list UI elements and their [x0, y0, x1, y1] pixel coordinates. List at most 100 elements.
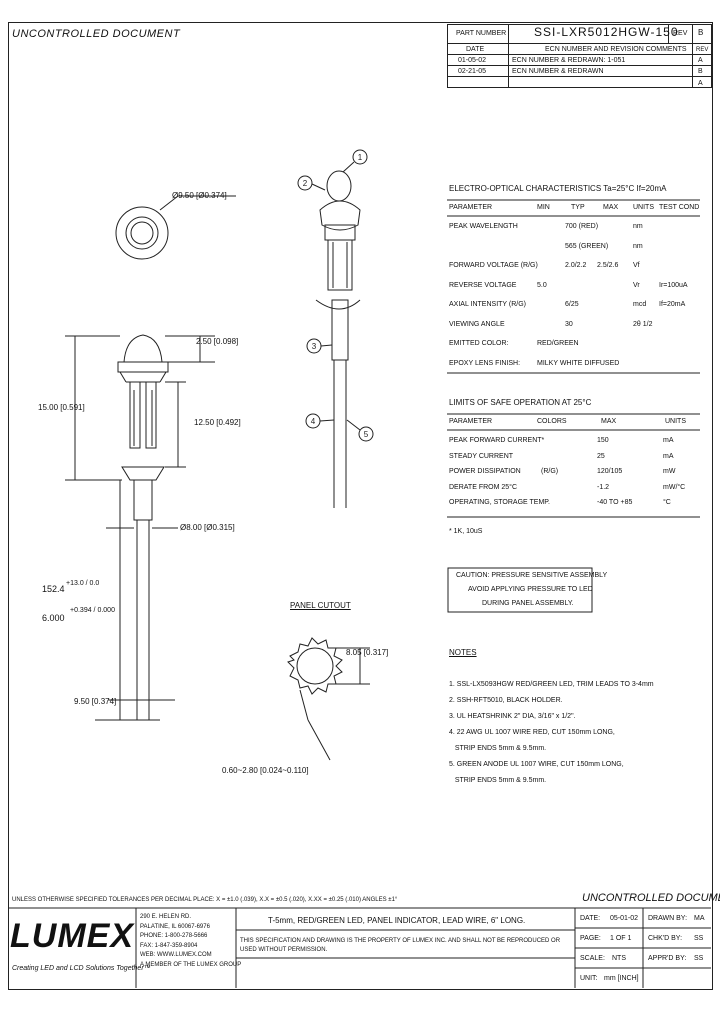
rev-header-date: DATE	[466, 46, 485, 53]
safe-cell: °C	[663, 499, 671, 506]
address-line: 290 E. HELEN RD.	[140, 914, 192, 920]
notes-title: NOTES	[449, 648, 477, 657]
lumex-logo: LUMEX	[10, 917, 134, 955]
panel-cutout-label: PANEL CUTOUT	[290, 601, 351, 610]
page-value: 1 OF 1	[610, 935, 632, 942]
eo-cell: EMITTED COLOR:	[449, 340, 509, 347]
note-item: 2. SSH-RFT5010, BLACK HOLDER.	[449, 697, 563, 704]
caution-line-2: AVOID APPLYING PRESSURE TO LED	[468, 586, 593, 593]
eo-cell: AXIAL INTENSITY (R/G)	[449, 301, 527, 308]
safe-cell: DERATE FROM 25°C	[449, 483, 518, 491]
address-line: A MEMBER OF THE LUMEX GROUP	[140, 961, 242, 968]
eo-cell: If=20mA	[659, 301, 686, 308]
rev-b: B	[698, 68, 703, 75]
safe-h-units: UNITS	[665, 418, 686, 425]
safe-cell: mA	[663, 452, 674, 460]
eo-cell: RED/GREEN	[537, 340, 579, 347]
drawing-frame	[8, 22, 713, 990]
callout-5: 5	[364, 430, 369, 439]
units-label: UNIT:	[580, 975, 598, 982]
callout-3: 3	[312, 342, 317, 351]
rev-blank: A	[698, 80, 703, 87]
safe-cell: mW/°C	[663, 483, 686, 491]
safe-cell: -1.2	[597, 483, 610, 491]
rev-label: REV	[673, 30, 688, 37]
note-item: STRIP ENDS 5mm & 9.5mm.	[449, 745, 547, 752]
eo-cell: nm	[633, 223, 643, 230]
part-number: SSI-LXR5012HGW-150	[534, 25, 679, 39]
rev-b-date: 02-21-05	[458, 68, 487, 75]
eo-cell: nm	[633, 242, 643, 250]
safe-cell: 120/105	[597, 468, 623, 475]
safe-cell: OPERATING, STORAGE TEMP.	[449, 499, 551, 506]
rev-a: A	[698, 57, 703, 64]
eo-title: ELECTRO-OPTICAL CHARACTERISTICS Ta=25°C …	[449, 184, 667, 193]
lumex-tagline: Creating LED and LCD Solutions Together™	[12, 965, 151, 972]
eo-cell: FORWARD VOLTAGE (R/G)	[449, 262, 538, 269]
safe-h-colors: COLORS	[537, 418, 567, 425]
callout-4: 4	[311, 417, 316, 426]
dim-1250: 12.50 [0.492]	[194, 418, 241, 427]
date-value: 05-01-02	[610, 915, 639, 922]
eo-cell: mcd	[633, 301, 647, 308]
scale-value: NTS	[612, 955, 626, 962]
safe-cell: 150	[597, 437, 609, 444]
eo-cell: PEAK WAVELENGTH	[449, 223, 518, 230]
top-view-inner	[125, 216, 159, 250]
dim-805: 8.05 [0.317]	[346, 648, 389, 657]
address-line: PALATINE, IL 60067-6976	[140, 923, 210, 930]
eo-cell: 6/25	[565, 301, 579, 308]
proprietary-notice: THIS SPECIFICATION AND DRAWING IS THE PR…	[240, 938, 561, 953]
safe-footnote: * 1K, 10uS	[449, 528, 483, 535]
eo-cell: VIEWING ANGLE	[449, 320, 505, 328]
safe-cell: POWER DISSIPATION	[449, 468, 521, 475]
eo-cell: 5.0	[537, 281, 547, 289]
scale-label: SCALE:	[580, 955, 605, 962]
exploded-led	[326, 170, 352, 202]
safe-cell: STEADY CURRENT	[449, 452, 514, 460]
part-number-label: PART NUMBER	[456, 30, 507, 37]
dim-950: 9.50 [0.374]	[74, 697, 117, 706]
approved-label: APPR'D BY:	[648, 955, 687, 962]
eo-cell: 2.5/2.6	[597, 262, 619, 269]
eo-cell: Vf	[633, 262, 640, 269]
rev-a-desc: ECN NUMBER & REDRAWN: 1-051	[512, 57, 626, 64]
eo-cell: 565 (GREEN)	[565, 242, 609, 250]
tol-6000: +0.394 / 0.000	[70, 607, 115, 614]
dim-dia-800: Ø8.00 [Ø0.315]	[180, 523, 235, 532]
safe-h-max: MAX	[601, 418, 617, 425]
eo-h-typ: TYP	[571, 204, 585, 211]
dim-1500: 15.00 [0.591]	[38, 403, 85, 412]
drawn-value: MA	[694, 915, 705, 922]
eo-cell: 700 (RED)	[565, 223, 599, 230]
eo-h-max: MAX	[603, 204, 619, 211]
safe-h-param: PARAMETER	[449, 418, 493, 425]
panel-cutout-shape	[287, 637, 343, 695]
rev-header-rev: REV	[696, 47, 709, 53]
rev-header-desc: ECN NUMBER AND REVISION COMMENTS	[545, 46, 687, 53]
eo-cell: Ir=100uA	[659, 281, 688, 289]
led-dome	[123, 334, 163, 363]
note-item: 5. GREEN ANODE UL 1007 WIRE, CUT 150mm L…	[449, 761, 624, 768]
drawn-label: DRAWN BY:	[648, 915, 688, 922]
eo-cell: MILKY WHITE DIFFUSED	[537, 359, 620, 367]
dim-1524: 152.4	[42, 584, 65, 594]
eo-cell: 2.0/2.2	[565, 262, 587, 269]
eo-h-units: UNITS	[633, 204, 654, 211]
eo-cell: Vr	[633, 281, 640, 289]
dim-250: 2.50 [0.098]	[196, 337, 239, 346]
note-item: STRIP ENDS 5mm & 9.5mm.	[449, 777, 547, 784]
callout-1: 1	[358, 153, 363, 162]
rev-a-date: 01-05-02	[458, 57, 487, 64]
approved-value: SS	[694, 955, 704, 962]
note-item: 1. SSL-LX5093HGW RED/GREEN LED, TRIM LEA…	[449, 681, 654, 688]
safe-cell: (R/G)	[541, 468, 559, 475]
checked-value: SS	[694, 935, 704, 942]
address-line: PHONE: 1-800-278-5666	[140, 933, 208, 939]
safe-cell: mA	[663, 437, 674, 444]
eo-h-param: PARAMETER	[449, 204, 493, 211]
safe-cell: mW	[663, 468, 676, 475]
eo-h-min: MIN	[537, 204, 550, 211]
dim-thickness: 0.60~2.80 [0.024~0.110]	[222, 766, 309, 775]
